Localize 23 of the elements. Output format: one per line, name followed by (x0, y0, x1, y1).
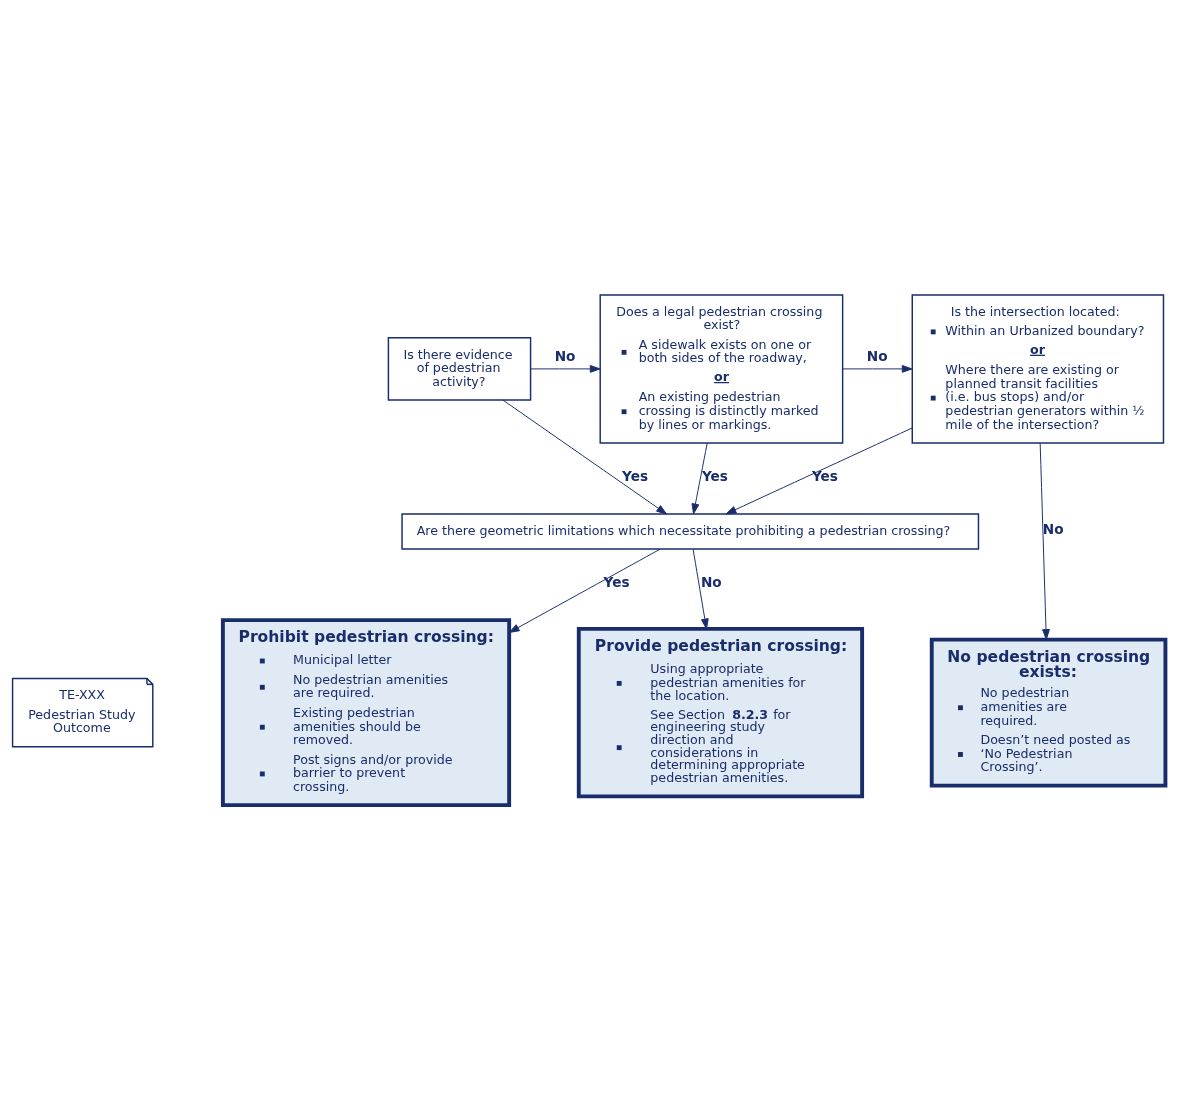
arrow (691, 442, 708, 514)
node-box: Is there evidence of pedestrian activity? (387, 336, 532, 401)
arrow (725, 427, 913, 514)
arrow (1039, 442, 1050, 640)
node-box: Does a legal pedestrian crossing exist? A sidewalk exists on one or both sides of the roadway, or An existing pedestrian crossing is distinctly marked by lines or markings. (599, 293, 844, 444)
arrow (692, 548, 709, 629)
arrow (530, 364, 601, 373)
arrow (508, 548, 661, 633)
edge-label: Yes (603, 573, 630, 590)
node-box: Prohibit pedestrian crossing: Municipal letter No pedestrian amenities are required. Existing pedestrian amenities should be removed. Post signs and/or provide barrier to prevent crossing. (220, 617, 512, 807)
edge-label: Yes (811, 467, 838, 484)
node-box: Are there geometric limitations which necessitate prohibiting a pedestrian crossing? (401, 512, 980, 550)
node-box: Is the intersection located: Within an Urbanized boundary? or Where there are existing or planned transit facilities (i.e. bus stops) and/or pedestrian generators within ½ mile of the intersection? (911, 293, 1165, 444)
node-box: No pedestrian crossing exists: No pedestrian amenities are required. Doesn’t need posted as ‘No Pedestrian Crossing’. (929, 637, 1168, 788)
node-box: Provide pedestrian crossing: Using appropriate pedestrian amenities for the location. See Section 8.2.3 for engineering study direction and considerations in determining appropriate pedestrian amenities. (576, 626, 865, 798)
edge-label: Yes (622, 467, 649, 484)
arrow (842, 364, 913, 373)
edge-label: No (554, 347, 576, 364)
edge-label: No (866, 347, 888, 364)
arrow (502, 399, 667, 514)
edge-label: No (700, 573, 722, 590)
edge-label: Yes (701, 467, 728, 484)
edge-label: No (1042, 520, 1064, 537)
